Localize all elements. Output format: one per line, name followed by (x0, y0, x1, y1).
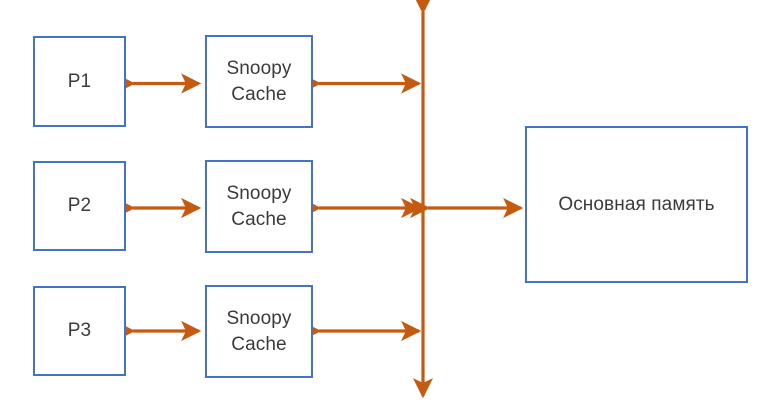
snoopy-cache-box-3[interactable]: Snoopy Cache (205, 285, 313, 378)
processor-box-p2[interactable]: P2 (33, 161, 126, 251)
snoopy-cache-box-2[interactable]: Snoopy Cache (205, 160, 313, 253)
processor-label-p2: P2 (67, 195, 92, 217)
snoopy-cache-label-2: Snoopy Cache (226, 183, 292, 230)
snoopy-cache-box-1[interactable]: Snoopy Cache (205, 35, 313, 128)
snoopy-cache-label-3: Snoopy Cache (226, 308, 292, 355)
processor-label-p3: P3 (67, 320, 92, 342)
main-memory-box[interactable]: Основная память (525, 126, 748, 283)
main-memory-label: Основная память (558, 193, 715, 215)
processor-box-p1[interactable]: P1 (33, 36, 126, 127)
processor-box-p3[interactable]: P3 (33, 286, 126, 376)
processor-label-p1: P1 (67, 70, 92, 92)
snoopy-cache-label-1: Snoopy Cache (226, 58, 292, 105)
